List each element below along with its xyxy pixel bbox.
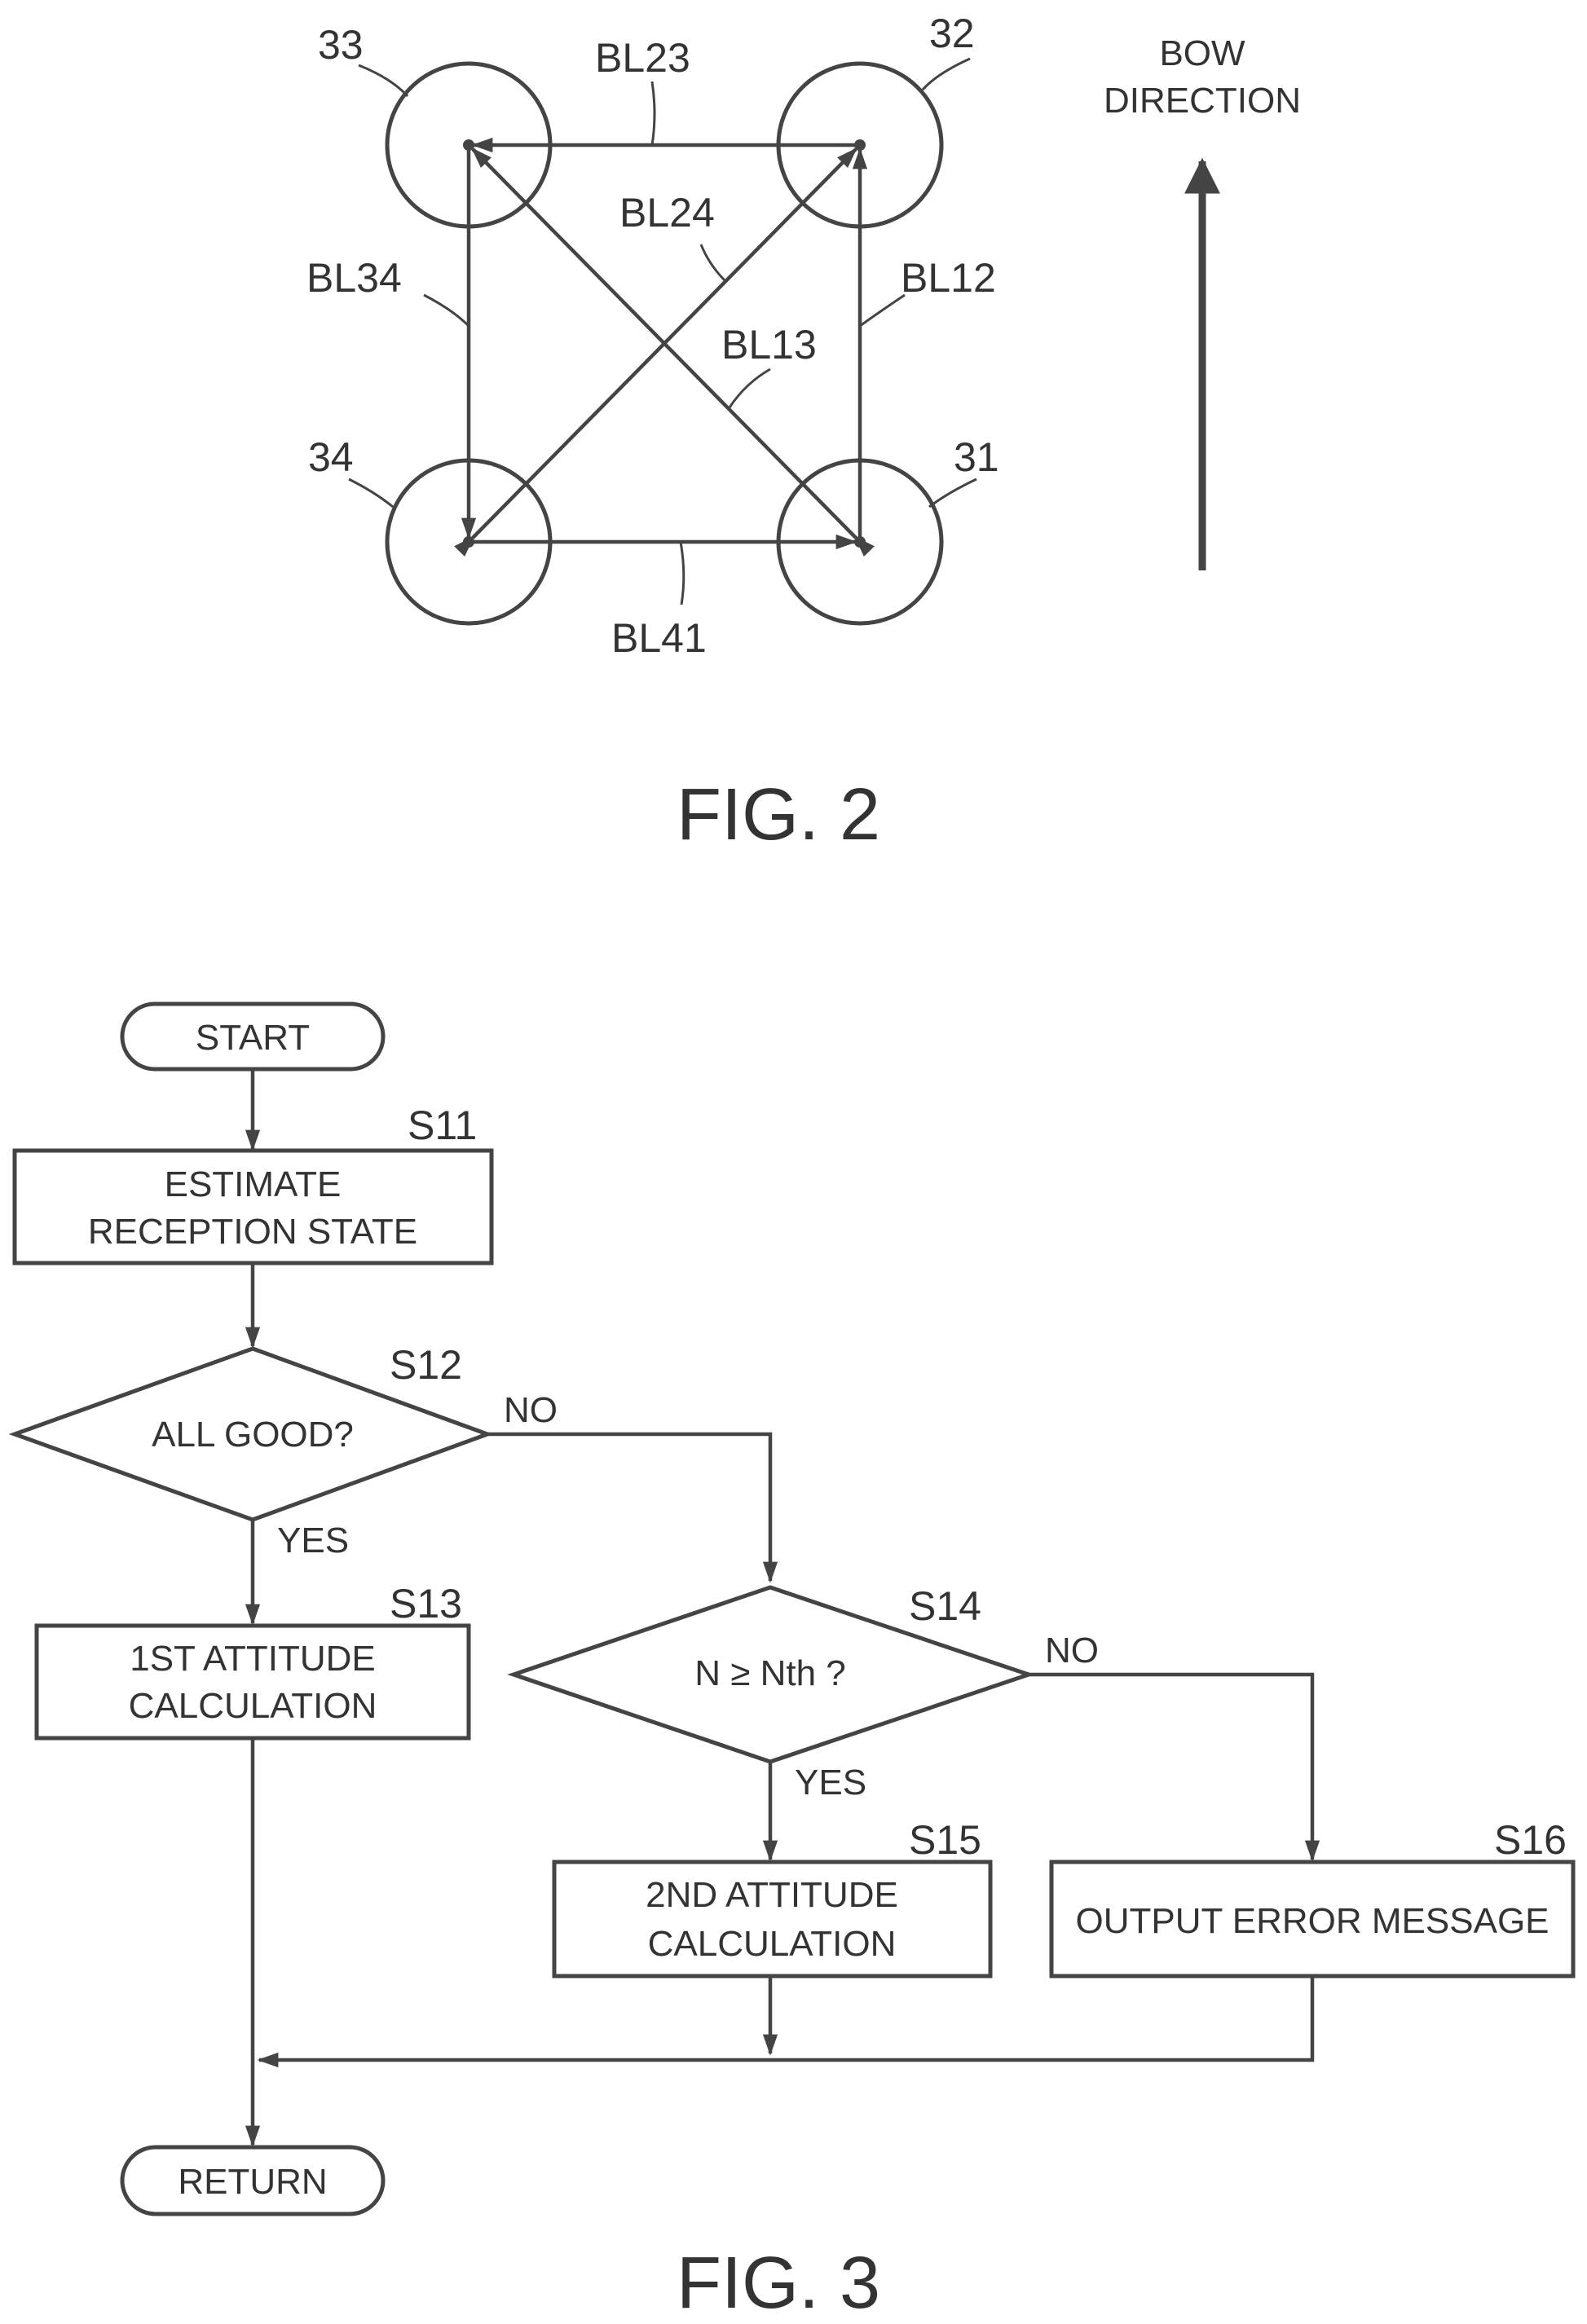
s11-step-label: S11: [408, 1103, 477, 1148]
s13-step-label: S13: [390, 1581, 462, 1626]
leader-32: [921, 57, 971, 91]
flow-s14-no-to-s16: [1029, 1672, 1320, 1862]
baseline-bl41-label: BL41: [611, 615, 707, 661]
s13-text-line1: 1ST ATTITUDE: [130, 1639, 376, 1679]
start-label: START: [196, 1018, 310, 1058]
s15-second-attitude-box: [552, 1860, 993, 1978]
flow-s16-merge: [257, 1976, 1315, 2068]
s14-yes-label: YES: [795, 1763, 866, 1802]
flow-s12-no-to-s14: [487, 1432, 778, 1583]
s14-step-label: S14: [909, 1583, 981, 1629]
fig3-caption: FIG. 3: [677, 2243, 880, 2320]
baseline-bl34-label: BL34: [306, 255, 402, 301]
antenna-34-label: 34: [308, 434, 354, 480]
fig2-diagram: 33 32 34 31 BL23 BL24 BL34 BL12 BL13 BL4…: [306, 11, 1301, 856]
baseline-bl24-label: BL24: [619, 190, 715, 235]
baseline-bl12-label: BL12: [901, 255, 996, 301]
s16-text: OUTPUT ERROR MESSAGE: [1075, 1901, 1549, 1941]
leader-bl41: [679, 541, 685, 605]
leader-bl34: [423, 293, 470, 328]
bow-direction-label-line2: DIRECTION: [1104, 81, 1301, 121]
baseline-bl13-label: BL13: [721, 322, 817, 368]
leader-34: [348, 478, 394, 508]
baseline-bl23-label: BL23: [595, 35, 690, 81]
s13-text-line2: CALCULATION: [129, 1686, 377, 1726]
return-terminal: [120, 2145, 386, 2216]
fig2-caption: FIG. 2: [677, 774, 880, 856]
s14-text: N ≥ Nth ?: [694, 1653, 846, 1693]
leader-bl12: [859, 293, 906, 328]
bow-direction-label-line1: BOW: [1159, 33, 1245, 73]
s12-step-label: S12: [390, 1342, 462, 1388]
s16-step-label: S16: [1494, 1817, 1567, 1863]
return-label: RETURN: [178, 2162, 327, 2202]
s11-text-line2: RECEPTION STATE: [88, 1212, 417, 1252]
leader-bl24: [699, 244, 727, 283]
antenna-32-label: 32: [929, 11, 975, 56]
s11-text-line1: ESTIMATE: [165, 1164, 342, 1204]
leader-bl13: [728, 368, 771, 408]
s12-yes-label: YES: [277, 1521, 349, 1560]
s15-step-label: S15: [909, 1817, 981, 1863]
antenna-33-label: 33: [318, 22, 364, 68]
leader-33: [358, 64, 409, 98]
antenna-31-label: 31: [954, 434, 999, 480]
s15-text-line1: 2ND ATTITUDE: [646, 1875, 898, 1915]
s15-text-line2: CALCULATION: [648, 1924, 897, 1964]
s14-no-label: NO: [1045, 1631, 1099, 1670]
s12-text: ALL GOOD?: [152, 1415, 354, 1455]
leader-31: [928, 478, 977, 508]
leader-bl23: [650, 81, 656, 146]
baseline-bl24-arrow: [454, 147, 857, 557]
s12-no-label: NO: [504, 1390, 558, 1430]
fig3-flowchart: START S11 ESTIMATE RECEPTION STATE S12 A…: [8, 1001, 1576, 2324]
